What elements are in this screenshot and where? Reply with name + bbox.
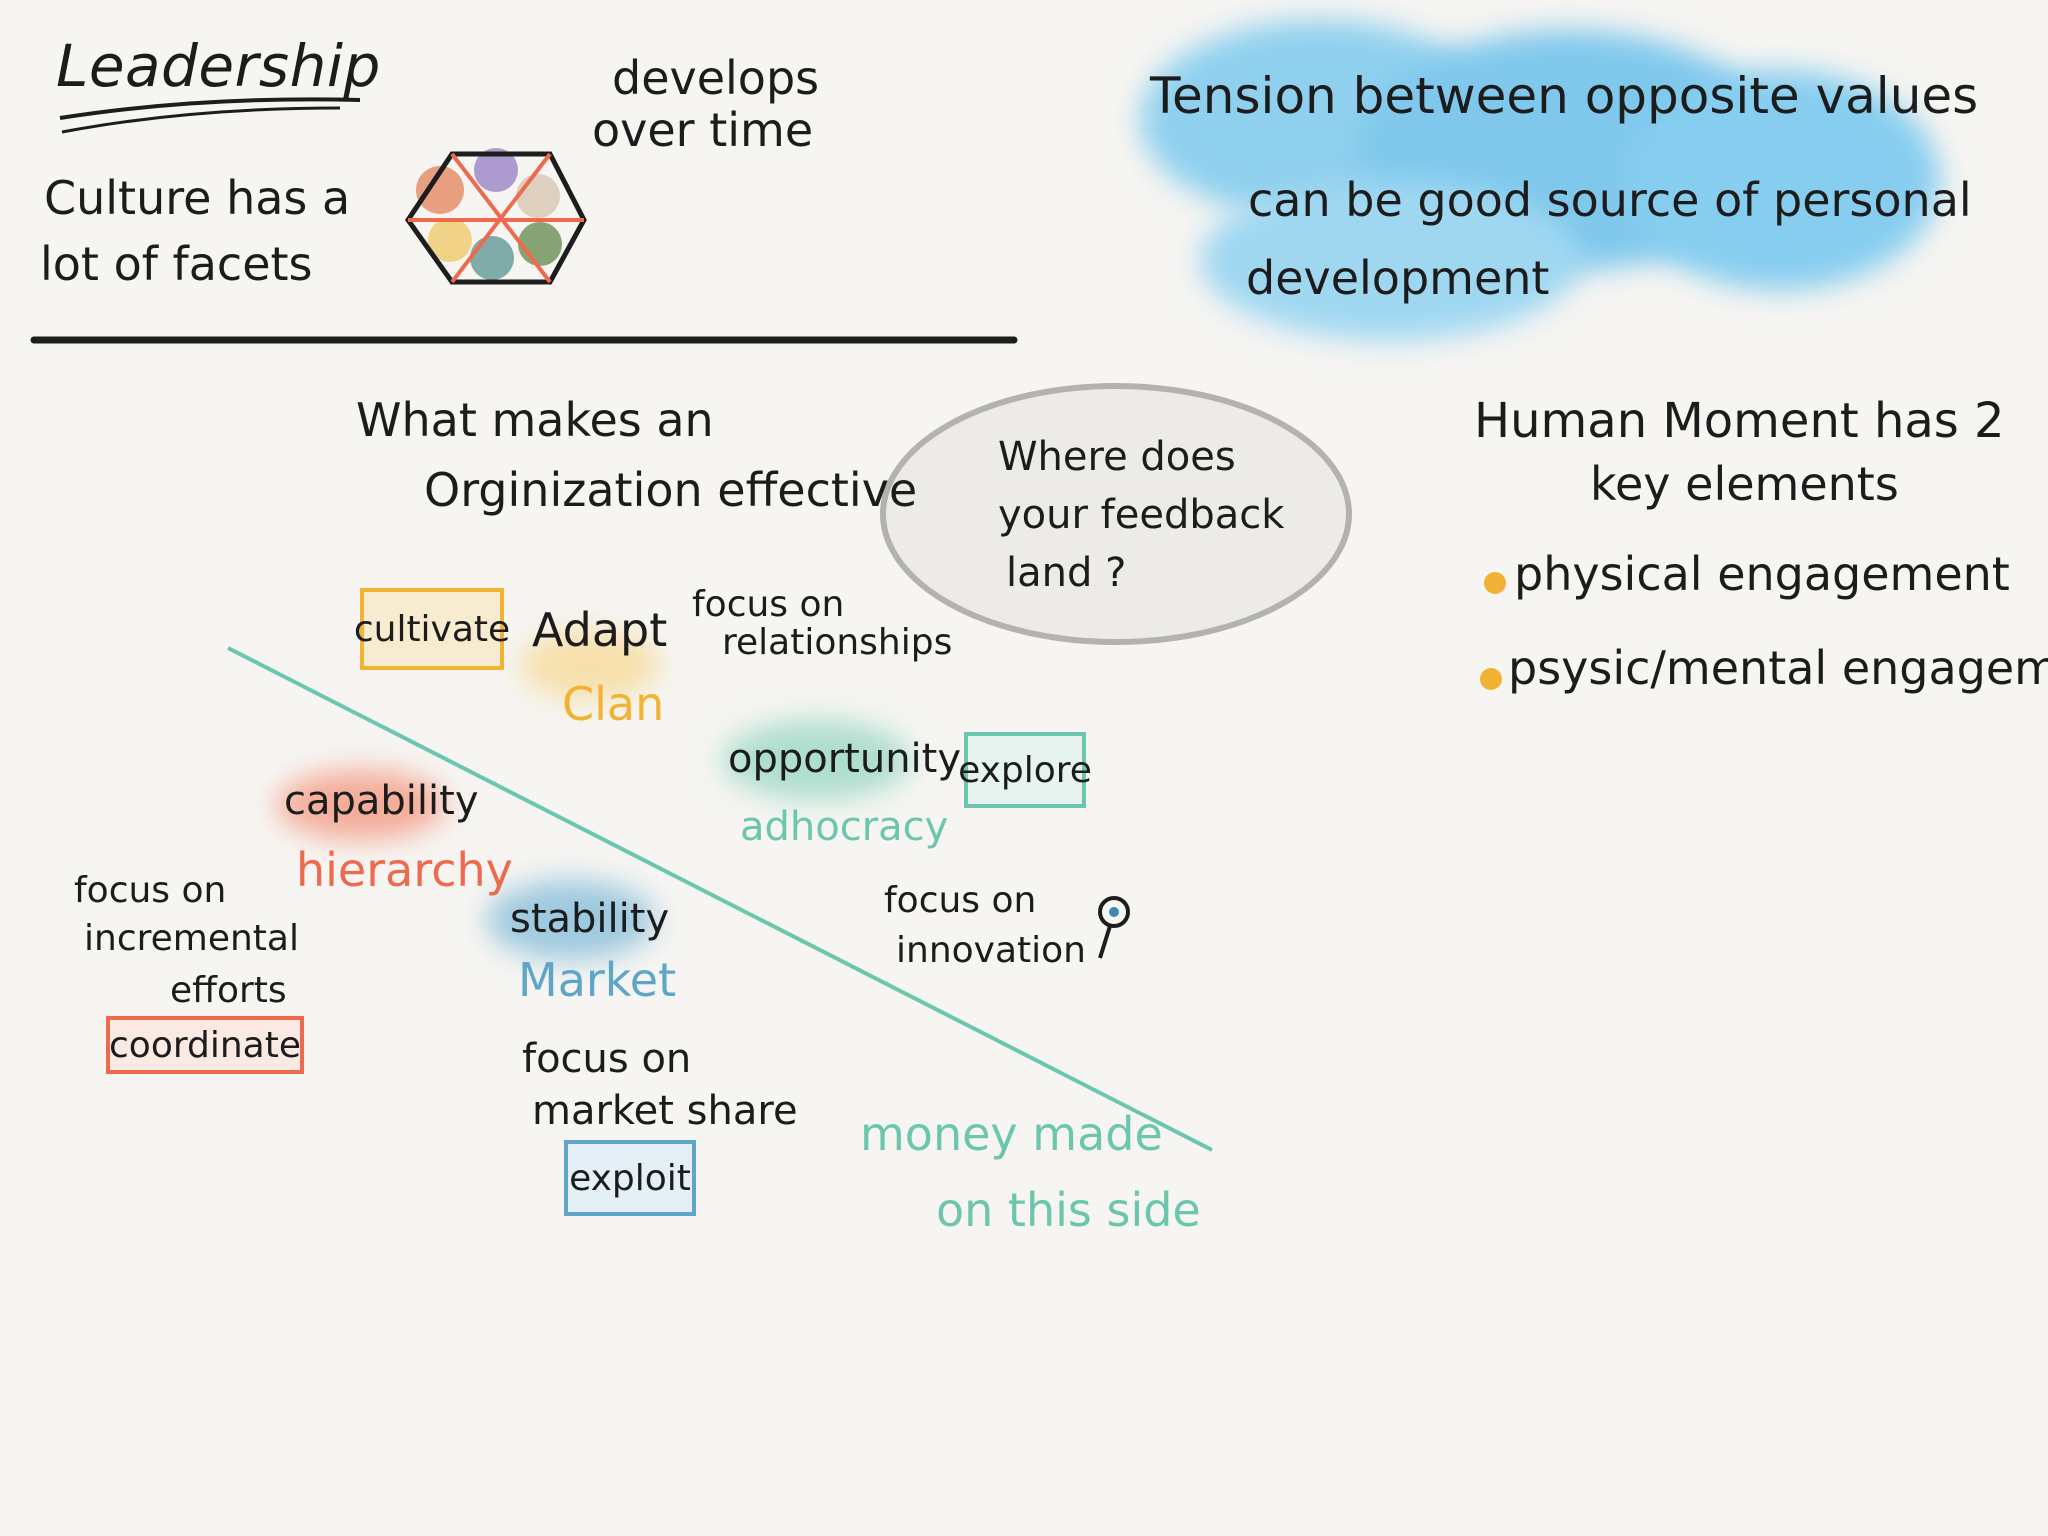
culture-text-line2: lot of facets	[40, 237, 313, 291]
market-focus-line1: focus on	[522, 1036, 692, 1082]
explore-box: explore	[958, 732, 1092, 808]
market-highlight	[486, 880, 656, 960]
human-moment-line2: key elements	[1590, 457, 1899, 511]
exploit-box: exploit	[564, 1140, 696, 1216]
adhocracy-type-label: adhocracy	[740, 804, 949, 850]
adhocracy-focus-line1: focus on	[884, 880, 1037, 921]
clan-highlight	[520, 630, 660, 700]
feedback-line2: your feedback	[998, 492, 1285, 538]
cultivate-box: cultivate	[354, 588, 510, 670]
coordinate-box: coordinate	[106, 1016, 304, 1074]
money-note-line2: on this side	[936, 1183, 1201, 1237]
human-moment-item: physical engagement	[1514, 547, 2010, 601]
adhocracy-highlight	[722, 720, 912, 800]
money-note-line1: money made	[860, 1107, 1163, 1161]
feedback-line3: land ?	[1006, 550, 1127, 596]
culture-text-line1: Culture has a	[44, 171, 351, 225]
human-moment-line1: Human Moment has 2	[1474, 393, 2005, 449]
tension-line2: can be good source of personal	[1248, 173, 1972, 227]
hexagon-facets-icon	[404, 148, 587, 285]
diagonal-divider	[227, 646, 1213, 1152]
market-type-label: Market	[518, 953, 677, 1007]
hierarchy-highlight	[276, 770, 446, 840]
develops-text-line1: develops	[612, 51, 820, 105]
human-moment-item: psysic/mental engagement	[1508, 641, 2048, 695]
clan-type-label: Clan	[562, 677, 665, 731]
hierarchy-focus-line3: efforts	[170, 970, 287, 1011]
clan-focus-line2: relationships	[722, 622, 953, 663]
cloud-blob	[1200, 180, 1580, 340]
page-title: Leadership	[56, 32, 381, 100]
feedback-line1: Where does	[998, 434, 1236, 480]
bullet-dot-icon	[1480, 668, 1502, 690]
adhocracy-keyword: opportunity	[728, 736, 962, 782]
market-keyword: stability	[510, 896, 670, 942]
hierarchy-keyword: capability	[284, 778, 479, 824]
effective-line2: Orginization effective	[424, 463, 918, 517]
hierarchy-focus-line1: focus on	[74, 870, 227, 911]
cloud-blob	[1620, 70, 1940, 290]
feedback-ellipse	[880, 383, 1352, 645]
tension-line1: Tension between opposite values	[1150, 67, 1979, 125]
hierarchy-focus-line2: incremental	[84, 918, 299, 959]
clan-keyword: Adapt	[532, 603, 668, 657]
adhocracy-focus-line2: innovation	[896, 930, 1086, 971]
bullet-dot-icon	[1484, 572, 1506, 594]
market-focus-line2: market share	[532, 1088, 798, 1134]
develops-text-line2: over time	[592, 103, 814, 157]
title-underline	[59, 97, 361, 120]
lightbulb-icon	[1098, 896, 1130, 959]
hierarchy-type-label: hierarchy	[296, 843, 513, 897]
title-underline-2	[61, 106, 341, 134]
tension-line3: development	[1246, 251, 1550, 305]
effective-line1: What makes an	[356, 393, 714, 447]
clan-focus-line1: focus on	[692, 584, 845, 625]
